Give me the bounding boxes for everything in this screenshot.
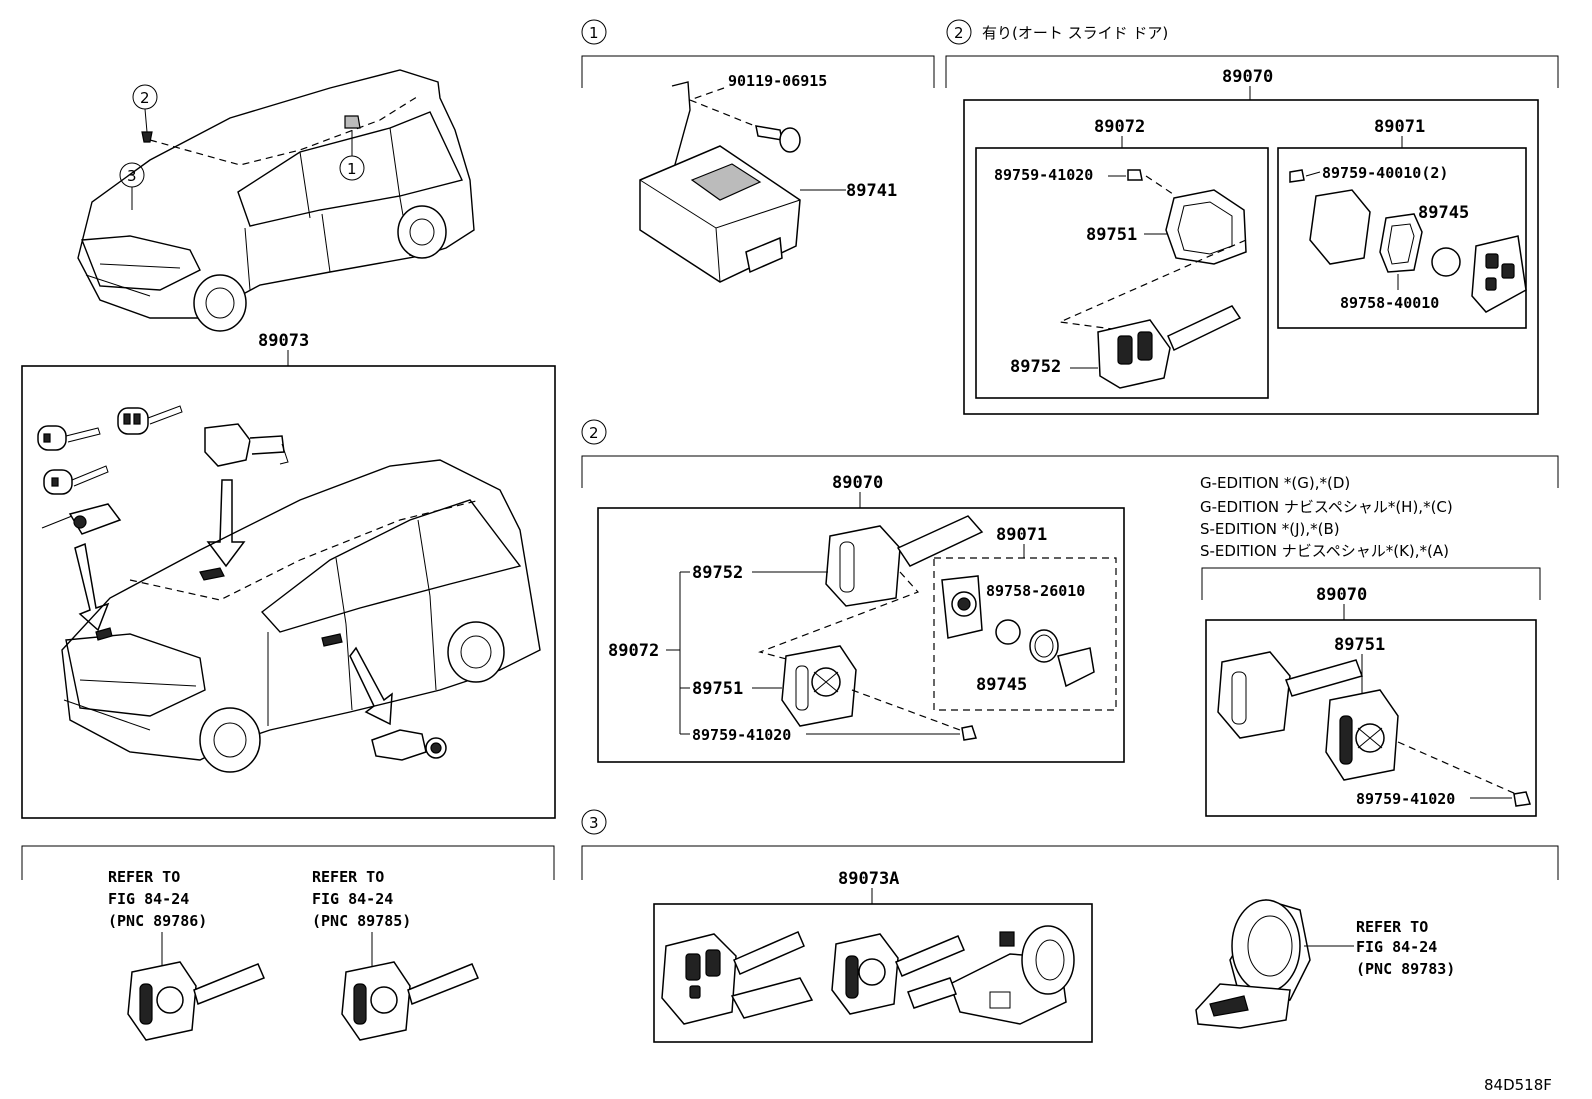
bottom-left-refer: REFER TO FIG 84-24 (PNC 89786) REFER TO …	[21, 845, 555, 1041]
refer-right-line-3: (PNC 89783)	[1356, 960, 1455, 978]
refer-left-line-2: FIG 84-24	[108, 890, 189, 908]
part-label-90119-06915: 90119-06915	[728, 72, 827, 90]
part-label-89741: 89741	[846, 181, 897, 201]
refer-right-line-1: REFER TO	[1356, 918, 1428, 936]
part-label-89073A: 89073A	[838, 869, 899, 889]
ref-2-header-mid: 2	[589, 424, 599, 442]
part-label-89071-mid: 89071	[996, 525, 1047, 545]
part-label-89758-26010: 89758-26010	[986, 582, 1085, 600]
refer-mid-line-2: FIG 84-24	[312, 890, 393, 908]
box-89070-mid	[597, 507, 1125, 763]
part-label-89751-mid: 89751	[692, 679, 743, 699]
ref-1-overview: 1	[347, 160, 357, 178]
box-89073A	[653, 903, 1093, 1043]
section-2-auto-slide: 2 有り(オート スライド ドア) 89070 89072 89759-4102…	[945, 19, 1559, 415]
ref-1-header: 1	[589, 24, 599, 42]
refer-right-line-2: FIG 84-24	[1356, 938, 1437, 956]
refer-mid-line-3: (PNC 89785)	[312, 912, 411, 930]
edition-line-4: S-EDITION ナビスペシャル*(K),*(A)	[1200, 542, 1449, 560]
part-label-89759-41020-mid: 89759-41020	[692, 726, 791, 744]
part-label-89070-mid: 89070	[832, 473, 883, 493]
section-3: 3 89073A REFER TO FIG 84-24 (PNC 89783)	[581, 809, 1559, 1043]
part-label-89745-mid: 89745	[976, 675, 1027, 695]
ref-2-header-top: 2	[954, 24, 964, 42]
edition-line-2: G-EDITION ナビスペシャル*(H),*(C)	[1200, 498, 1453, 516]
refer-left-line-3: (PNC 89786)	[108, 912, 207, 930]
refer-mid-line-1: REFER TO	[312, 868, 384, 886]
ref-2-overview: 2	[140, 89, 150, 107]
part-label-89759-40010: 89759-40010(2)	[1322, 164, 1448, 182]
part-label-89751-top: 89751	[1086, 225, 1137, 245]
box-89073	[21, 365, 556, 819]
edition-line-1: G-EDITION *(G),*(D)	[1200, 474, 1350, 492]
part-label-89070-top: 89070	[1222, 67, 1273, 87]
edition-line-3: S-EDITION *(J),*(B)	[1200, 520, 1340, 538]
part-label-89071-top: 89071	[1374, 117, 1425, 137]
part-label-89759-41020-top: 89759-41020	[994, 166, 1093, 184]
refer-left-line-1: REFER TO	[108, 868, 180, 886]
vehicle-overview: 2 3 1	[77, 69, 475, 332]
section-2-standard: 2 89070 89752 89072 89751 89759-41020 89…	[581, 419, 1559, 817]
lock-set-89073	[37, 405, 541, 773]
part-label-89072-top: 89072	[1094, 117, 1145, 137]
auto-slide-door-note: 有り(オート スライド ドア)	[982, 24, 1168, 42]
ref-3-header: 3	[589, 814, 599, 832]
box-89070-top	[963, 99, 1539, 415]
box-89070-right	[1205, 619, 1537, 817]
part-label-89072-mid: 89072	[608, 641, 659, 661]
part-label-89745-top: 89745	[1418, 203, 1469, 223]
ref-3-overview: 3	[127, 167, 137, 185]
part-label-89758-40010: 89758-40010	[1340, 294, 1439, 312]
part-label-89752-mid: 89752	[692, 563, 743, 583]
part-label-89752-top: 89752	[1010, 357, 1061, 377]
section-1: 1 90119-06915 89741	[581, 19, 935, 283]
figure-code: 84D518F	[1484, 1076, 1552, 1094]
part-label-89070-right: 89070	[1316, 585, 1367, 605]
part-label-89759-41020-right: 89759-41020	[1356, 790, 1455, 808]
part-label-89751-right: 89751	[1334, 635, 1385, 655]
part-label-89073: 89073	[258, 331, 309, 351]
